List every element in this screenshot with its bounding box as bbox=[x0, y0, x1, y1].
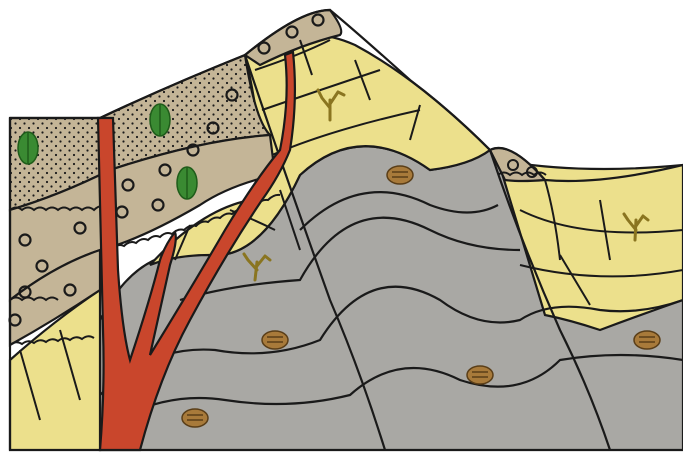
cross-section-diagram bbox=[0, 0, 683, 452]
